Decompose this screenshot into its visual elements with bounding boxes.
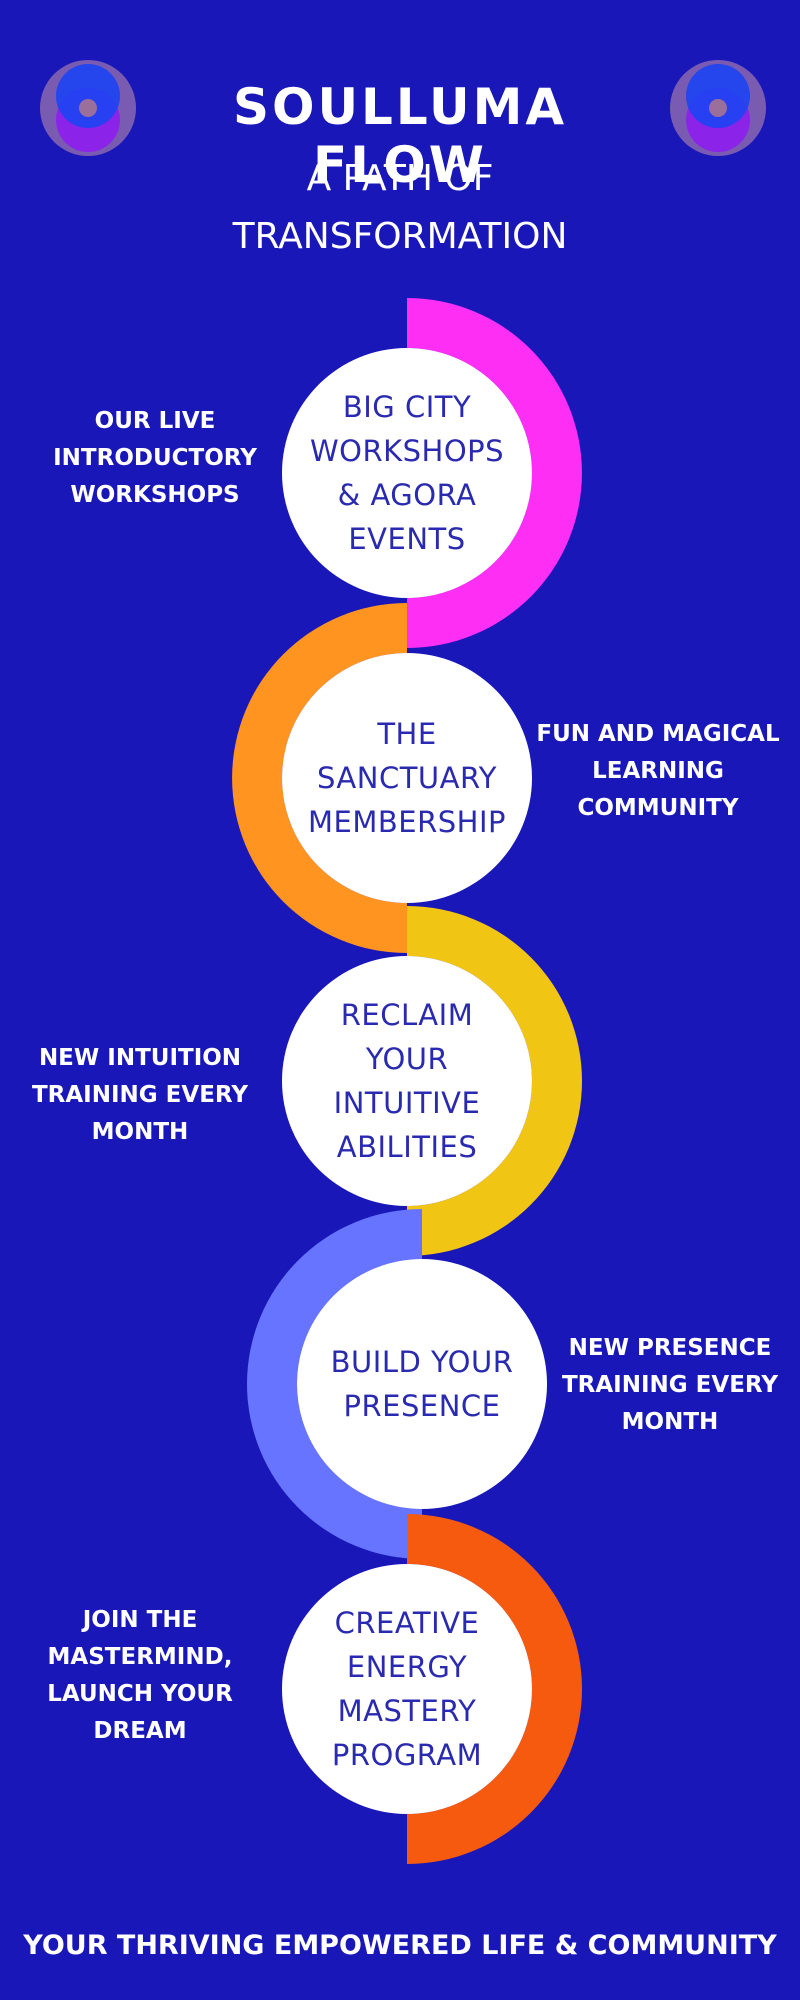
stage-text-line: MEMBERSHIP: [308, 805, 506, 839]
stage-text-line: THE: [377, 717, 437, 751]
subtitle-line: A PATH OF: [306, 158, 494, 199]
page-subtitle: A PATH OF TRANSFORMATION: [180, 150, 620, 266]
stage-4-arc: [247, 1209, 422, 1559]
side-label-line: NEW PRESENCE: [568, 1335, 772, 1361]
side-label-line: TRAINING EVERY: [31, 1082, 249, 1108]
stage-text-line: BUILD YOUR: [330, 1345, 514, 1379]
side-label-line: WORKSHOPS: [70, 482, 240, 508]
side-label-line: JOIN THE: [82, 1607, 198, 1633]
side-label-line: MONTH: [91, 1119, 189, 1145]
stage-text-line: INTUITIVE: [333, 1086, 481, 1120]
stage-text-line: SANCTUARY: [316, 761, 497, 795]
stage-text-line: YOUR: [365, 1042, 449, 1076]
footer-tagline: YOUR THRIVING EMPOWERED LIFE & COMMUNITY: [23, 1930, 777, 1961]
stage-5-side-label: JOIN THE MASTERMIND, LAUNCH YOUR DREAM: [30, 1602, 250, 1750]
stage-text-line: ENERGY: [346, 1650, 468, 1684]
stage-4-side-label: NEW PRESENCE TRAINING EVERY MONTH: [555, 1330, 785, 1441]
stage-circle-2: THE SANCTUARY MEMBERSHIP: [282, 653, 532, 903]
side-label-line: FUN AND MAGICAL: [536, 721, 780, 747]
side-label-line: DREAM: [93, 1718, 187, 1744]
side-label-line: OUR LIVE: [94, 408, 216, 434]
stage-text-line: & AGORA: [337, 478, 477, 512]
stage-3-arc: [407, 906, 582, 1256]
overlapping-circles-logo-icon: [40, 60, 136, 156]
page-title: SOULLUMA FLOW: [232, 78, 568, 194]
side-label-line: LAUNCH YOUR: [47, 1681, 233, 1707]
stage-circle-3: RECLAIM YOUR INTUITIVE ABILITIES: [282, 956, 532, 1206]
stage-text-line: BIG CITY: [342, 390, 472, 424]
overlapping-circles-logo-icon: [670, 60, 766, 156]
stage-text-line: PRESENCE: [343, 1389, 501, 1423]
stage-text-line: EVENTS: [348, 522, 466, 556]
stage-text-line: RECLAIM: [340, 998, 474, 1032]
side-label-line: INTRODUCTORY: [53, 445, 257, 471]
stage-text-line: CREATIVE: [334, 1606, 480, 1640]
stage-2-arc: [232, 603, 407, 953]
stage-3-side-label: NEW INTUITION TRAINING EVERY MONTH: [25, 1040, 255, 1151]
stage-text-line: MASTERY: [337, 1694, 477, 1728]
side-label-line: LEARNING: [592, 758, 724, 784]
stage-circle-5: CREATIVE ENERGY MASTERY PROGRAM: [282, 1564, 532, 1814]
stage-text-line: ABILITIES: [336, 1130, 478, 1164]
stage-2-side-label: FUN AND MAGICAL LEARNING COMMUNITY: [530, 716, 786, 827]
side-label-line: MONTH: [621, 1409, 719, 1435]
stage-1-arc: [407, 298, 582, 648]
subtitle-line: TRANSFORMATION: [232, 216, 568, 257]
stage-text-line: WORKSHOPS: [309, 434, 505, 468]
side-label-line: COMMUNITY: [577, 795, 739, 821]
stage-circle-4: BUILD YOUR PRESENCE: [297, 1259, 547, 1509]
side-label-line: TRAINING EVERY: [561, 1372, 779, 1398]
stage-5-arc: [407, 1514, 582, 1864]
side-label-line: MASTERMIND,: [47, 1644, 233, 1670]
stage-text-line: PROGRAM: [331, 1738, 483, 1772]
stage-circle-1: BIG CITY WORKSHOPS & AGORA EVENTS: [282, 348, 532, 598]
side-label-line: NEW INTUITION: [38, 1045, 242, 1071]
stage-1-side-label: OUR LIVE INTRODUCTORY WORKSHOPS: [40, 403, 270, 514]
